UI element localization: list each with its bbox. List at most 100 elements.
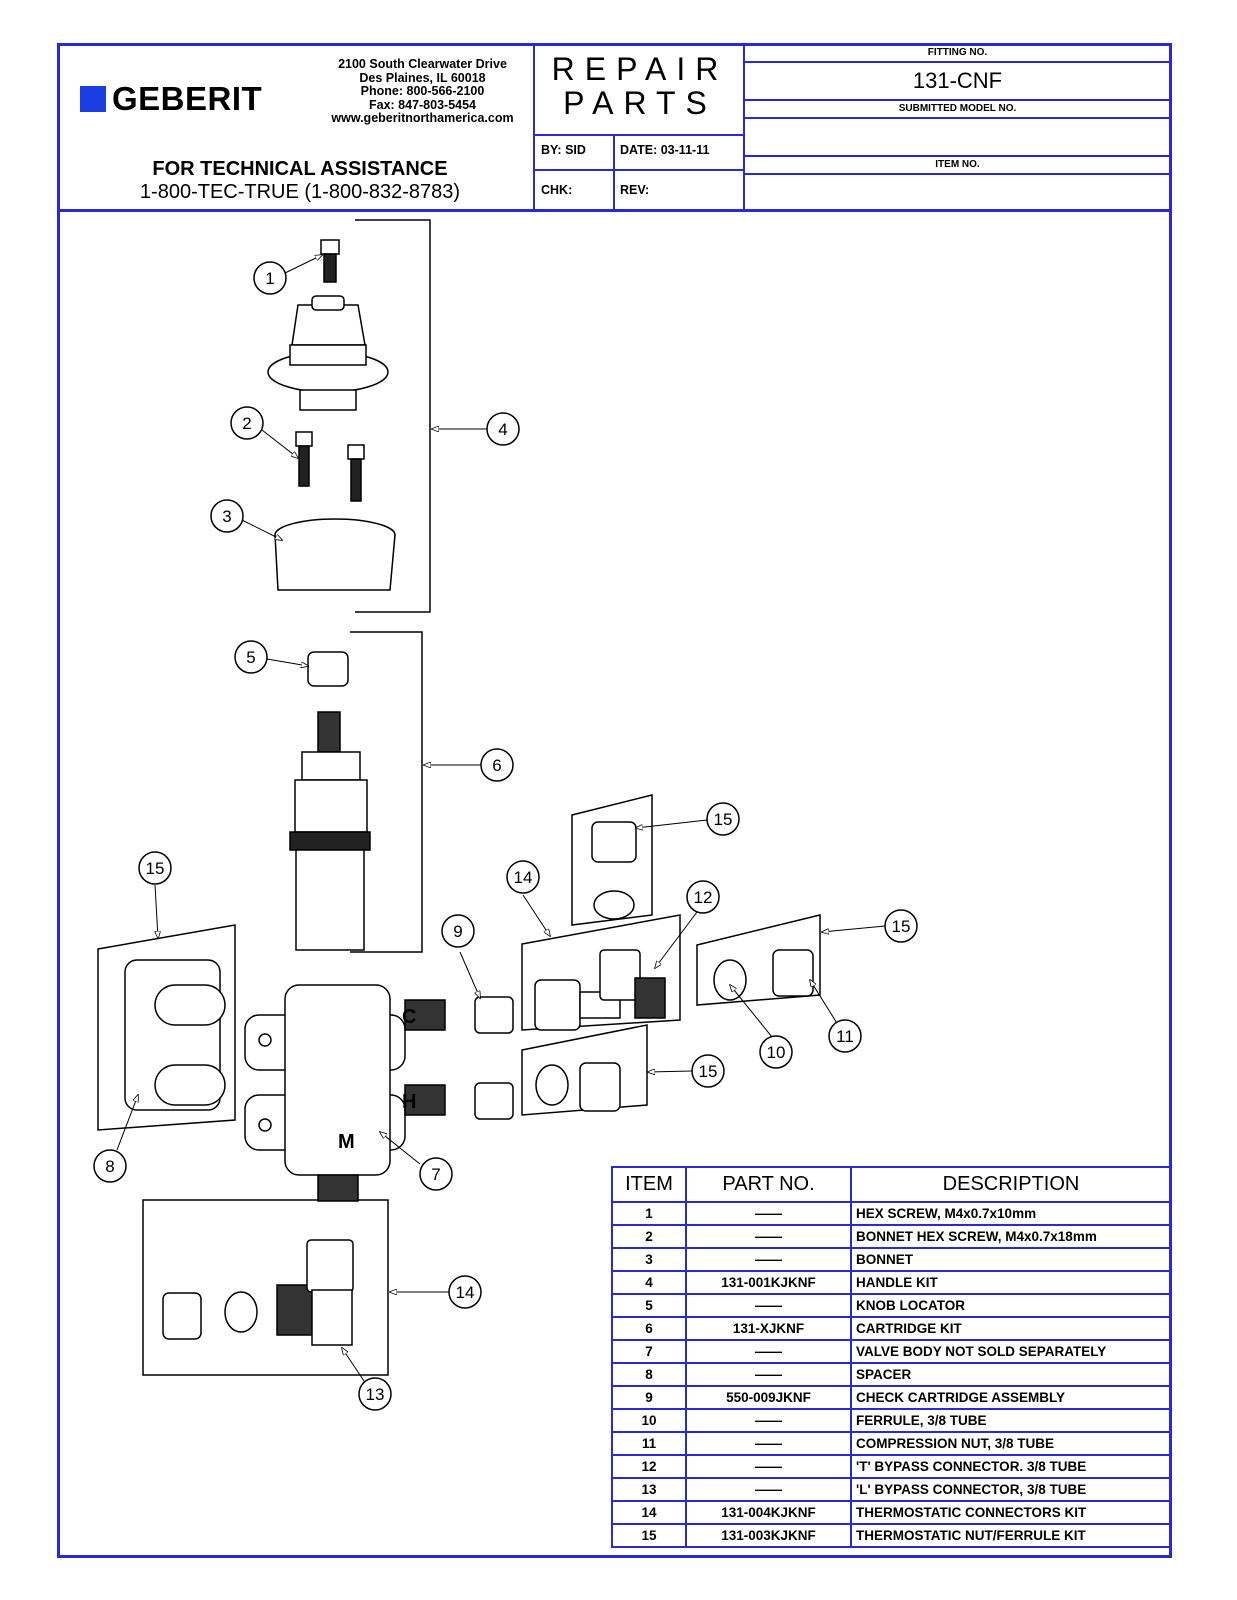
address-line: www.geberitnorthamerica.com bbox=[331, 111, 514, 125]
table-row: 7——VALVE BODY NOT SOLD SEPARATELY bbox=[611, 1339, 1172, 1364]
table-row: 12——'T' BYPASS CONNECTOR. 3/8 TUBE bbox=[611, 1454, 1172, 1479]
part-cell: —— bbox=[685, 1201, 852, 1226]
geberit-logo: GEBERIT bbox=[112, 80, 263, 117]
rule-model-label bbox=[743, 117, 1172, 119]
date-label: DATE: 03-11-11 bbox=[620, 143, 710, 157]
desc-cell: FERRULE, 3/8 TUBE bbox=[850, 1408, 1172, 1433]
parts-table-header: ITEM PART NO. DESCRIPTION bbox=[611, 1166, 1172, 1203]
mix-port-label: M bbox=[338, 1131, 355, 1153]
item-cell: 14 bbox=[611, 1500, 687, 1525]
header-rule-repair bbox=[533, 134, 745, 136]
callout-11: 11 bbox=[828, 1019, 862, 1053]
item-cell: 10 bbox=[611, 1408, 687, 1433]
part-cell: 131-001KJKNF bbox=[685, 1270, 852, 1295]
item-cell: 12 bbox=[611, 1454, 687, 1479]
desc-cell: THERMOSTATIC CONNECTORS KIT bbox=[850, 1500, 1172, 1525]
callout-8: 8 bbox=[93, 1149, 127, 1183]
geberit-logo-square bbox=[80, 86, 106, 112]
item-cell: 6 bbox=[611, 1316, 687, 1341]
repair-parts-title: REPAIR PARTS bbox=[540, 52, 740, 120]
table-row: 5——KNOB LOCATOR bbox=[611, 1293, 1172, 1318]
rule-item-label bbox=[743, 173, 1172, 175]
col-item: ITEM bbox=[611, 1166, 687, 1203]
rule-fitting-value bbox=[743, 99, 1172, 101]
part-cell: —— bbox=[685, 1362, 852, 1387]
table-row: 11——COMPRESSION NUT, 3/8 TUBE bbox=[611, 1431, 1172, 1456]
tech-assistance: FOR TECHNICAL ASSISTANCE 1-800-TEC-TRUE … bbox=[100, 158, 500, 204]
desc-cell: HEX SCREW, M4x0.7x10mm bbox=[850, 1201, 1172, 1226]
item-cell: 5 bbox=[611, 1293, 687, 1318]
col-part-no: PART NO. bbox=[685, 1166, 852, 1203]
desc-cell: SPACER bbox=[850, 1362, 1172, 1387]
callout-1-label: 1 bbox=[265, 269, 274, 288]
repair-line1: REPAIR bbox=[551, 51, 729, 87]
header-divider-2 bbox=[743, 43, 745, 211]
callout-10-label: 10 bbox=[767, 1043, 786, 1062]
submitted-model-label: SUBMITTED MODEL NO. bbox=[898, 103, 1017, 114]
tech-title: FOR TECHNICAL ASSISTANCE bbox=[152, 158, 448, 180]
callout-1: 1 bbox=[253, 261, 287, 295]
callout-5: 5 bbox=[234, 640, 268, 674]
callout-15-label: 15 bbox=[699, 1062, 718, 1081]
callout-15-label: 15 bbox=[714, 810, 733, 829]
part-cell: 131-003KJKNF bbox=[685, 1523, 852, 1548]
table-row: 10——FERRULE, 3/8 TUBE bbox=[611, 1408, 1172, 1433]
desc-cell: HANDLE KIT bbox=[850, 1270, 1172, 1295]
part-cell: 131-XJKNF bbox=[685, 1316, 852, 1341]
callout-13-label: 13 bbox=[366, 1385, 385, 1404]
address-line: Fax: 847-803-5454 bbox=[368, 97, 477, 112]
item-cell: 13 bbox=[611, 1477, 687, 1502]
callout-4: 4 bbox=[486, 412, 520, 446]
by-label: BY: SID bbox=[541, 143, 586, 157]
part-cell: —— bbox=[685, 1408, 852, 1433]
fitting-no-value: 131-CNF bbox=[912, 68, 1003, 93]
callout-3: 3 bbox=[210, 499, 244, 533]
desc-cell: KNOB LOCATOR bbox=[850, 1293, 1172, 1318]
callout-13: 13 bbox=[358, 1377, 392, 1411]
callout-balloons: 1 2 3 4 5 6 7 8 9 10 11 12 13 14 14 15 1… bbox=[93, 261, 918, 1411]
address-line: Phone: 800-566-2100 bbox=[360, 84, 485, 98]
item-cell: 11 bbox=[611, 1431, 687, 1456]
callout-2-label: 2 bbox=[242, 414, 251, 433]
callout-12-label: 12 bbox=[694, 888, 713, 907]
fitting-no-label: FITTING NO. bbox=[927, 47, 988, 58]
callout-4-label: 4 bbox=[498, 420, 507, 439]
table-row: 2——BONNET HEX SCREW, M4x0.7x18mm bbox=[611, 1224, 1172, 1249]
item-cell: 4 bbox=[611, 1270, 687, 1295]
parts-table: ITEM PART NO. DESCRIPTION 1——HEX SCREW, … bbox=[611, 1166, 1172, 1548]
callout-8-label: 8 bbox=[105, 1157, 114, 1176]
chk-label: CHK: bbox=[541, 183, 573, 197]
callout-2: 2 bbox=[230, 406, 264, 440]
part-cell: —— bbox=[685, 1477, 852, 1502]
callout-14-bottom: 14 bbox=[448, 1275, 482, 1309]
item-no-label: ITEM NO. bbox=[935, 159, 980, 170]
callout-6: 6 bbox=[480, 748, 514, 782]
part-cell: —— bbox=[685, 1454, 852, 1479]
address-line: Des Plaines, IL 60018 bbox=[359, 70, 486, 85]
callout-9-label: 9 bbox=[453, 922, 462, 941]
repair-line2: PARTS bbox=[563, 85, 717, 121]
header-rule-by bbox=[533, 169, 745, 171]
item-cell: 3 bbox=[611, 1247, 687, 1272]
desc-cell: CARTRIDGE KIT bbox=[850, 1316, 1172, 1341]
callout-14-label: 14 bbox=[456, 1283, 475, 1302]
table-row: 13——'L' BYPASS CONNECTOR, 3/8 TUBE bbox=[611, 1477, 1172, 1502]
callout-6-label: 6 bbox=[492, 756, 501, 775]
item-cell: 9 bbox=[611, 1385, 687, 1410]
bracket-handle-kit bbox=[355, 219, 431, 613]
drawing-frame bbox=[57, 43, 1172, 1558]
bracket-cartridge-kit bbox=[350, 631, 423, 953]
desc-cell: 'T' BYPASS CONNECTOR. 3/8 TUBE bbox=[850, 1454, 1172, 1479]
callout-11-label: 11 bbox=[836, 1027, 854, 1046]
rule-fitting-label bbox=[743, 61, 1172, 63]
part-cell: —— bbox=[685, 1431, 852, 1456]
callout-15-left: 15 bbox=[138, 851, 172, 885]
part-cell: —— bbox=[685, 1339, 852, 1364]
callout-10: 10 bbox=[759, 1035, 793, 1069]
desc-cell: BONNET bbox=[850, 1247, 1172, 1272]
rule-model-value bbox=[743, 155, 1172, 157]
valve-port-labels: C H M bbox=[338, 1006, 416, 1153]
